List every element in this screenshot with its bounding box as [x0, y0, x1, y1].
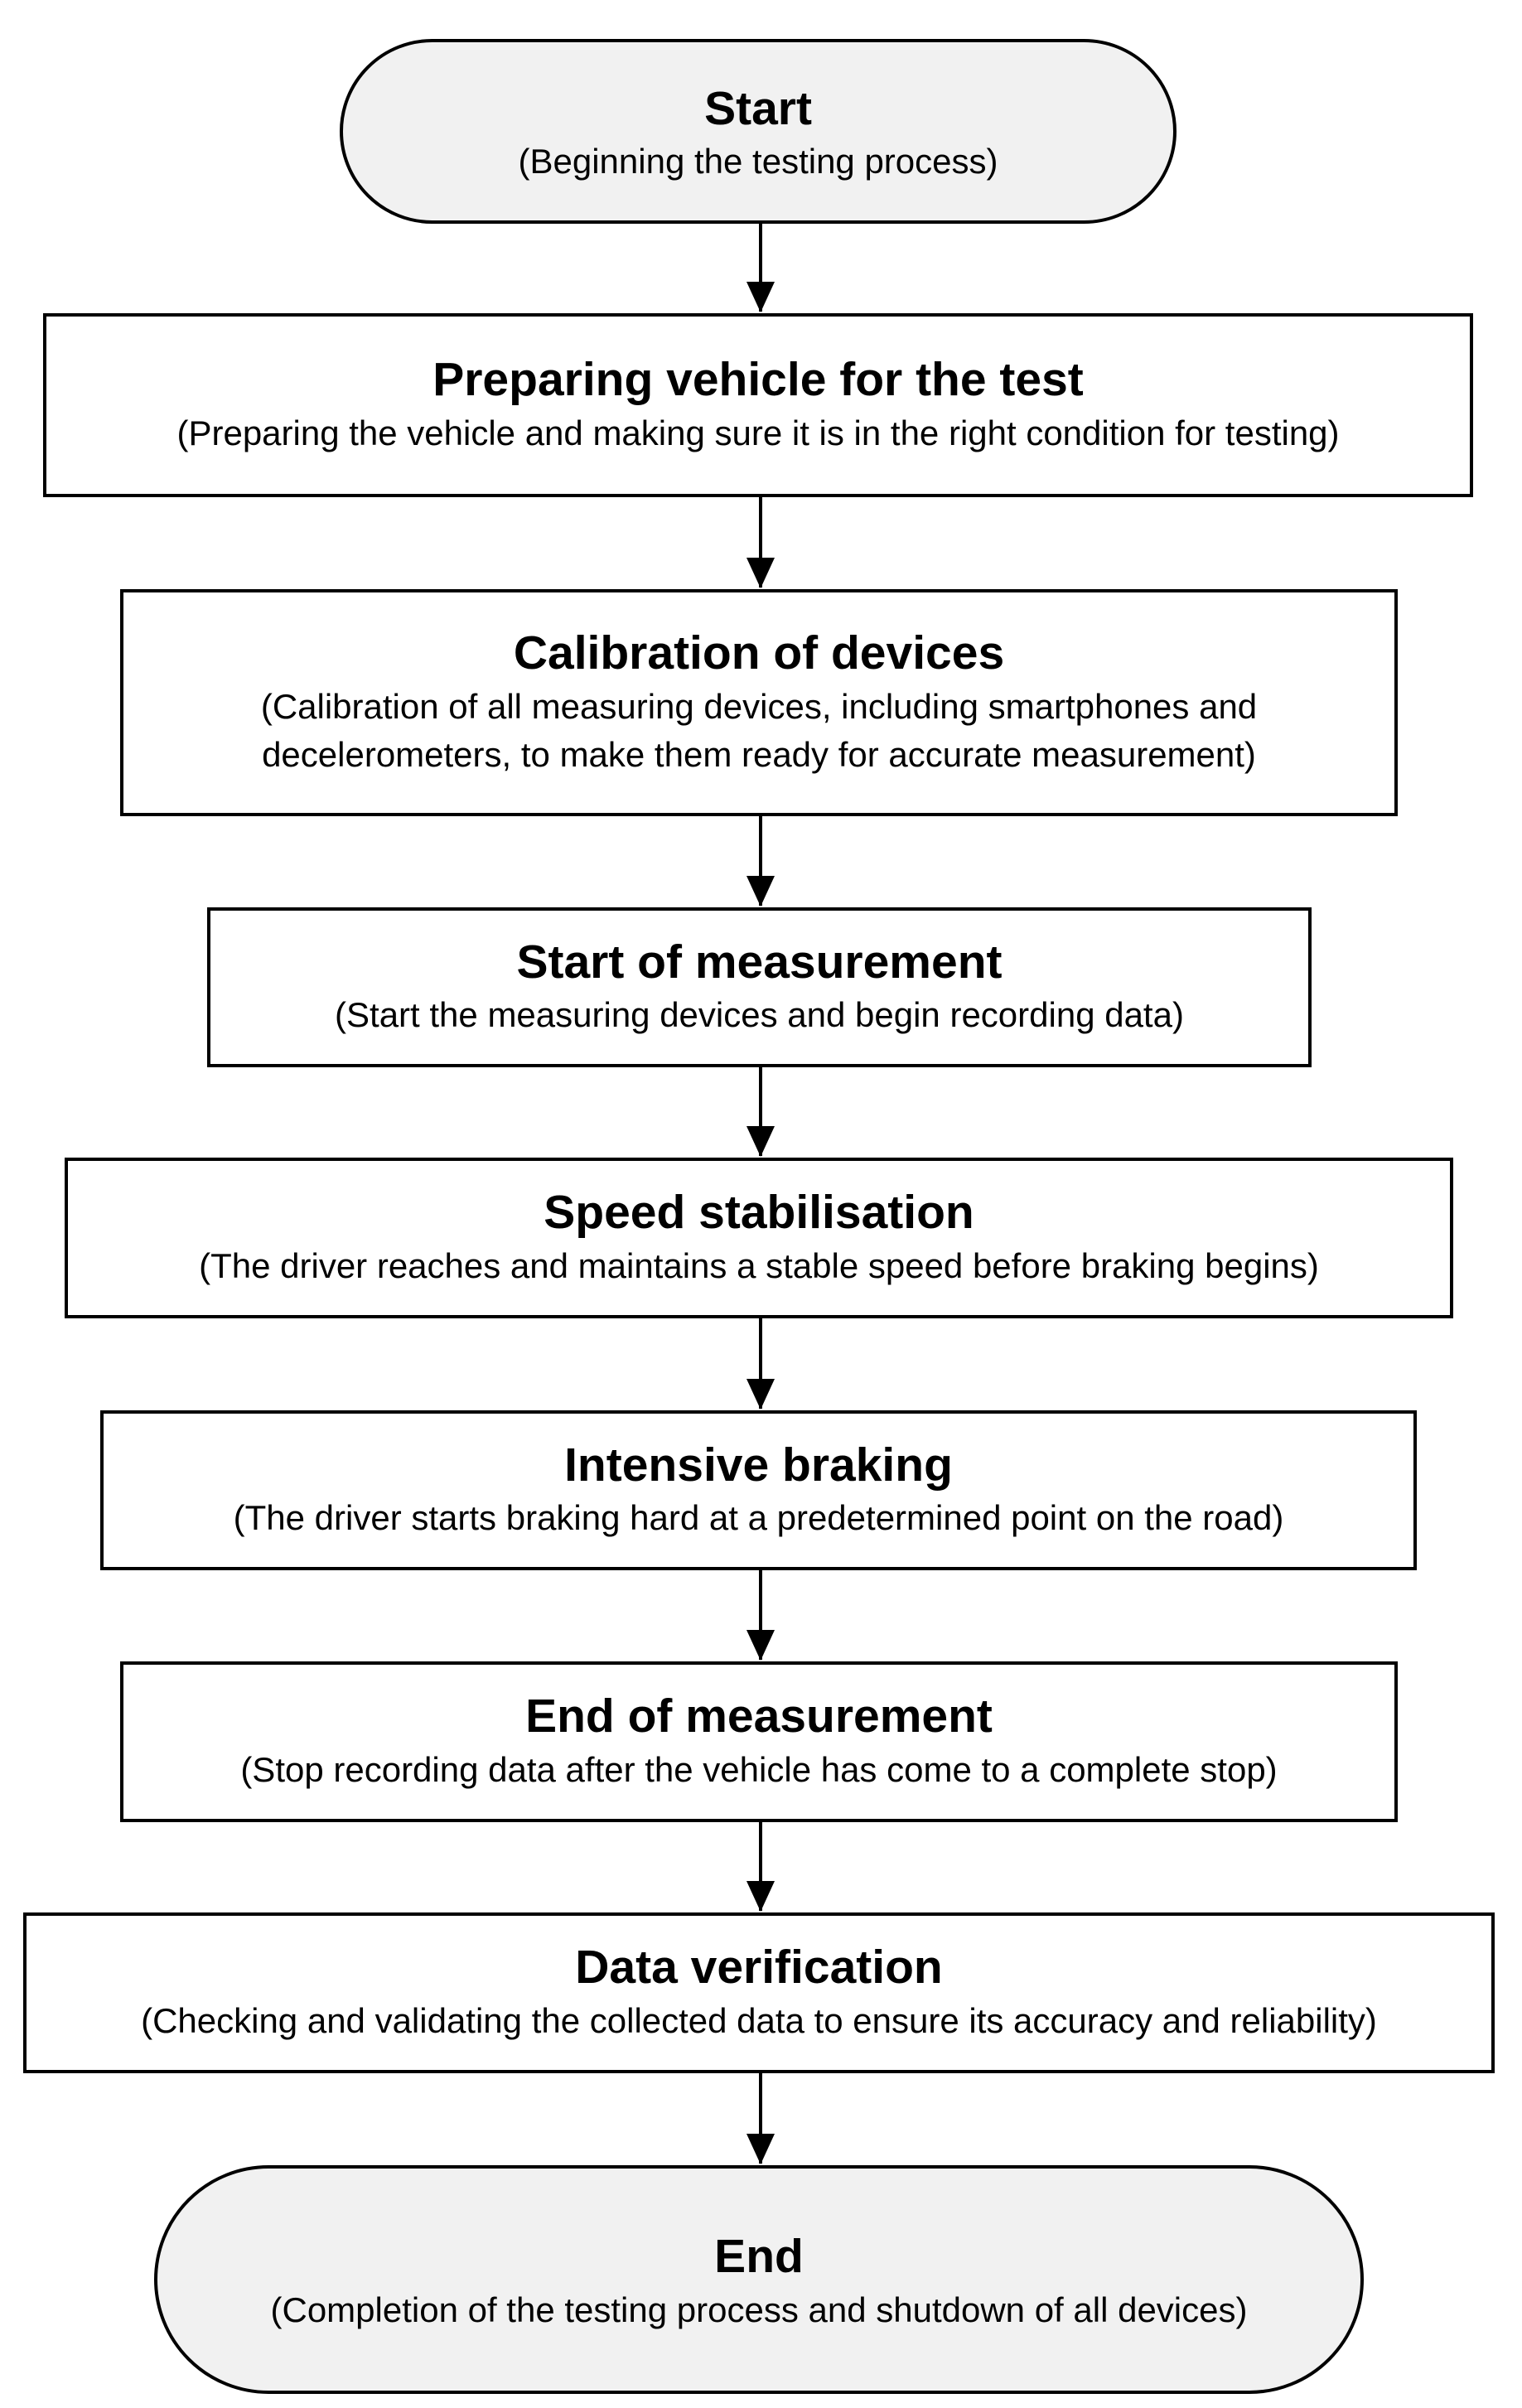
- edge-layer: [747, 224, 775, 2164]
- start-measurement-step: Start of measurement (Start the measurin…: [207, 907, 1312, 1067]
- arrowhead-start-to-prepare: [747, 282, 775, 312]
- calibration-description-line-1: (Calibration of all measuring devices, i…: [260, 686, 1258, 726]
- speed-stabilisation-description: (The driver reaches and maintains a stab…: [199, 1245, 1319, 1285]
- arrowhead-calibration-to-start_measurement: [747, 876, 775, 907]
- prepare-vehicle-title: Preparing vehicle for the test: [432, 353, 1084, 407]
- arrowhead-end_measurement-to-verification: [747, 1881, 775, 1912]
- arrowhead-verification-to-end: [747, 2134, 775, 2164]
- intensive-braking-title: Intensive braking: [564, 1438, 953, 1492]
- speed-stabilisation-step: Speed stabilisation (The driver reaches …: [65, 1158, 1453, 1318]
- end-terminal: End (Completion of the testing process a…: [154, 2165, 1364, 2394]
- data-verification-description: (Checking and validating the collected d…: [141, 2000, 1377, 2040]
- start-terminal: Start (Beginning the testing process): [340, 39, 1177, 224]
- prepare-vehicle-step: Preparing vehicle for the test (Preparin…: [43, 313, 1473, 497]
- calibration-description: (Calibration of all measuring devices, i…: [253, 683, 1265, 779]
- data-verification-step: Data verification (Checking and validati…: [23, 1912, 1495, 2073]
- calibration-step: Calibration of devices (Calibration of a…: [120, 589, 1398, 816]
- end-description: (Completion of the testing process and s…: [270, 2290, 1248, 2329]
- prepare-vehicle-description: (Preparing the vehicle and making sure i…: [176, 413, 1340, 452]
- intensive-braking-description: (The driver starts braking hard at a pre…: [233, 1498, 1284, 1538]
- end-measurement-description: (Stop recording data after the vehicle h…: [240, 1749, 1278, 1789]
- start-measurement-description: (Start the measuring devices and begin r…: [335, 995, 1184, 1035]
- start-title: Start: [704, 81, 812, 135]
- end-measurement-step: End of measurement (Stop recording data …: [120, 1661, 1398, 1822]
- end-title: End: [714, 2230, 804, 2284]
- calibration-description-line-2: decelerometers, to make them ready for a…: [262, 734, 1256, 774]
- start-description: (Beginning the testing process): [518, 142, 998, 181]
- intensive-braking-step: Intensive braking (The driver starts bra…: [100, 1410, 1417, 1570]
- arrowhead-braking-to-end_measurement: [747, 1630, 775, 1661]
- data-verification-title: Data verification: [575, 1941, 943, 1995]
- speed-stabilisation-title: Speed stabilisation: [544, 1186, 974, 1240]
- arrowhead-start_measurement-to-speed: [747, 1126, 775, 1157]
- arrowhead-speed-to-braking: [747, 1379, 775, 1410]
- start-measurement-title: Start of measurement: [516, 935, 1003, 989]
- calibration-title: Calibration of devices: [513, 626, 1005, 680]
- arrowhead-prepare-to-calibration: [747, 558, 775, 588]
- end-measurement-title: End of measurement: [525, 1690, 993, 1743]
